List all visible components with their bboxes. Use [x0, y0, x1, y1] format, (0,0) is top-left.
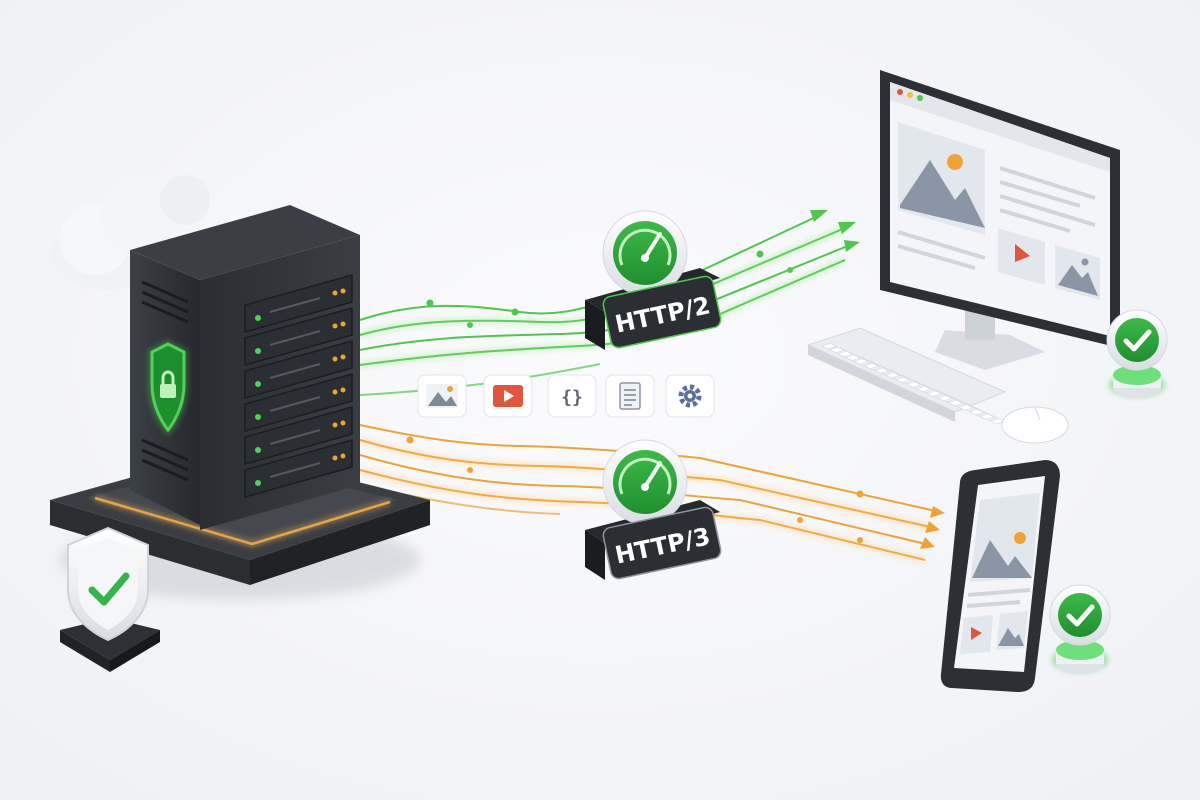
smartphone — [940, 460, 1060, 692]
desktop-monitor — [880, 70, 1120, 370]
keyboard-key — [947, 399, 964, 407]
keyboard-key — [894, 376, 912, 384]
code-braces-icon: {} — [547, 374, 597, 418]
keyboard-key — [926, 390, 943, 397]
keyboard-key — [978, 413, 996, 420]
lock-shield-icon — [148, 340, 188, 436]
gear-icon — [665, 374, 715, 418]
keyboard-key — [905, 381, 922, 388]
phone-status — [1049, 584, 1111, 674]
keyboard — [806, 327, 1007, 425]
speed-gauge-icon — [613, 221, 677, 285]
keyboard-key — [968, 408, 985, 416]
video-play-icon — [483, 374, 533, 418]
document-icon — [605, 374, 655, 418]
keyboard-key — [957, 404, 975, 411]
svg-text:{}: {} — [561, 387, 583, 408]
server-tower — [130, 205, 360, 530]
resource-type-tiles: {} — [417, 374, 715, 418]
check-circle-icon — [1115, 318, 1159, 362]
desktop-status — [1106, 309, 1168, 398]
check-shield-icon — [60, 526, 160, 672]
keyboard-key — [873, 367, 891, 374]
keyboard-key — [844, 354, 862, 361]
image-icon — [417, 374, 467, 418]
http3-badge: HTTP/3 — [585, 439, 722, 580]
keyboard-key — [863, 362, 880, 370]
mouse — [1001, 406, 1069, 444]
keyboard-key — [936, 395, 954, 402]
http2-packets — [426, 250, 793, 328]
keyboard-key — [915, 385, 933, 393]
keyboard-key — [820, 343, 838, 350]
http3-arrowheads — [920, 506, 945, 549]
speed-gauge-icon — [613, 450, 677, 514]
keyboard-key — [836, 350, 854, 358]
keyboard-key — [852, 358, 870, 365]
http2-arrowheads — [810, 210, 860, 252]
check-circle-icon — [1058, 593, 1102, 637]
keyboard-key — [828, 346, 846, 354]
keyboard-key — [884, 372, 901, 379]
http2-badge: HTTP/2 — [585, 210, 722, 350]
http3-packets — [406, 436, 864, 543]
